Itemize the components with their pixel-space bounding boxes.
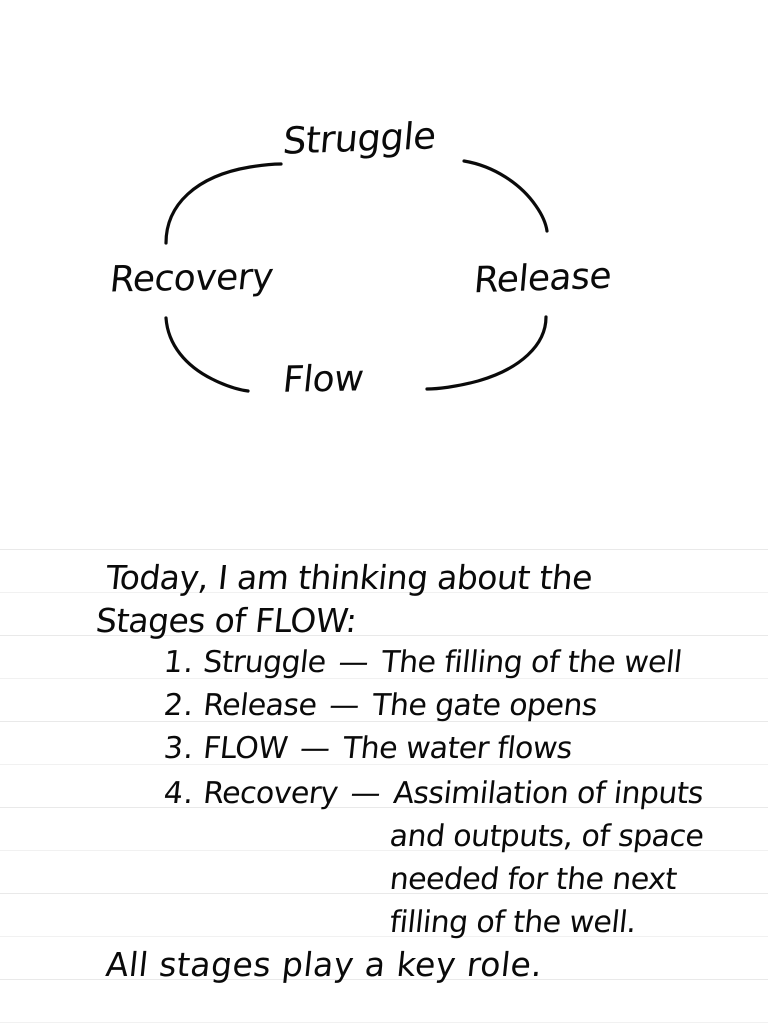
list-item-stage: FLOW	[201, 731, 290, 766]
list-item-number: 2.	[162, 688, 197, 723]
list-item-description: Assimilation of inputs	[391, 776, 705, 811]
list-item: 4. Recovery — Assimilation of inputs	[162, 776, 705, 811]
list-item-stage: Struggle	[201, 645, 328, 680]
list-item-description: The water flows	[341, 731, 574, 766]
continuation-line: needed for the next	[388, 862, 679, 897]
arc-flow-to-recovery	[164, 316, 250, 393]
flow-cycle-diagram: Struggle Release Recovery Flow	[0, 0, 768, 470]
arc-struggle-to-release	[462, 159, 549, 233]
cycle-arcs	[164, 159, 549, 393]
note-intro-line-1: Today, I am thinking about the	[104, 558, 595, 597]
continuation-line: filling of the well.	[388, 905, 638, 940]
list-item-dash: —	[336, 645, 371, 680]
arc-recovery-to-struggle	[164, 162, 283, 245]
note-closing-line: All stages play a key role.	[104, 945, 545, 984]
list-item: 2. Release — The gate opens	[162, 688, 599, 723]
list-item-dash: —	[348, 776, 383, 811]
list-item-description: The gate opens	[370, 688, 599, 723]
list-item-number: 4.	[162, 776, 197, 811]
list-item-description: The filling of the well	[379, 645, 684, 680]
list-item-dash: —	[298, 731, 332, 766]
list-item: 3. FLOW — The water flows	[162, 731, 574, 766]
arc-release-to-flow	[425, 315, 548, 391]
note-intro-line-2: Stages of FLOW:	[94, 601, 359, 640]
list-item-stage: Release	[201, 688, 319, 723]
list-item-number: 3.	[162, 731, 197, 766]
list-item-dash: —	[327, 688, 362, 723]
list-item: 1. Struggle — The filling of the well	[162, 645, 683, 680]
continuation-line: and outputs, of space	[388, 819, 706, 854]
list-item-number: 1.	[162, 645, 197, 680]
list-item-stage: Recovery	[201, 776, 340, 811]
